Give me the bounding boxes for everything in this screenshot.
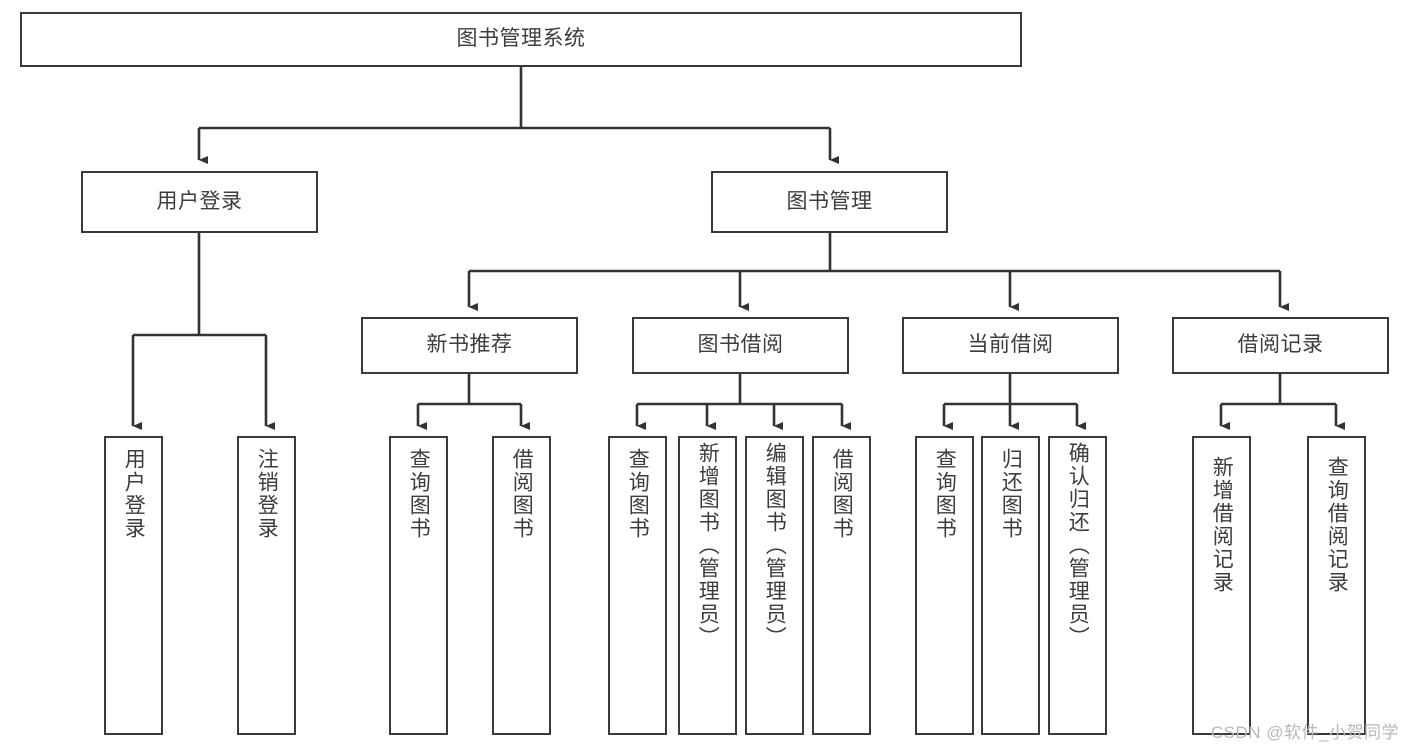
node-user-login[interactable]: 用户登录 [81,171,318,233]
node-label: 注销登录 [255,448,279,540]
leaf-book-borrow-add[interactable]: 新增图书（管理员） [678,436,737,735]
leaf-new-book-query[interactable]: 查询图书 [389,436,448,735]
node-label: 图书管理 [786,189,873,213]
leaf-current-borrow-return[interactable]: 归还图书 [981,436,1040,735]
node-current-borrow[interactable]: 当前借阅 [902,317,1119,374]
node-label: 确认归还（管理员） [1066,442,1090,649]
node-label: 用户登录 [156,189,243,213]
leaf-user-login-login[interactable]: 用户登录 [104,436,163,735]
leaf-current-borrow-confirm-return[interactable]: 确认归还（管理员） [1048,436,1107,735]
node-label: 借阅图书 [830,448,854,540]
node-label: 查询图书 [933,448,957,540]
leaf-current-borrow-query[interactable]: 查询图书 [915,436,974,735]
node-book-borrow[interactable]: 图书借阅 [632,317,849,374]
node-label: 新增图书（管理员） [696,442,720,649]
node-label: 新增借阅记录 [1210,456,1234,594]
node-book-manage[interactable]: 图书管理 [711,171,948,233]
leaf-borrow-records-query[interactable]: 查询借阅记录 [1307,436,1366,735]
leaf-new-book-borrow[interactable]: 借阅图书 [492,436,551,735]
leaf-book-borrow-query[interactable]: 查询图书 [608,436,667,735]
node-label: 编辑图书（管理员） [763,442,787,649]
node-label: 查询图书 [407,448,431,540]
node-label: 当前借阅 [967,333,1054,357]
node-label: 借阅记录 [1237,333,1324,357]
node-label: 查询图书 [626,448,650,540]
node-label: 查询借阅记录 [1325,456,1349,594]
node-label: 图书借阅 [697,333,784,357]
node-new-book-recommend[interactable]: 新书推荐 [361,317,578,374]
node-borrow-records[interactable]: 借阅记录 [1172,317,1389,374]
node-label: 借阅图书 [510,448,534,540]
watermark-text: CSDN @软件_小贺同学 [1210,723,1399,742]
leaf-book-borrow-borrow[interactable]: 借阅图书 [812,436,871,735]
node-label: 图书管理系统 [456,27,586,51]
leaf-book-borrow-edit[interactable]: 编辑图书（管理员） [745,436,804,735]
node-label: 归还图书 [999,448,1023,540]
leaf-borrow-records-add[interactable]: 新增借阅记录 [1192,436,1251,735]
leaf-user-login-logout[interactable]: 注销登录 [237,436,296,735]
node-label: 用户登录 [122,448,146,540]
node-root-system[interactable]: 图书管理系统 [20,12,1022,67]
node-label: 新书推荐 [426,333,513,357]
